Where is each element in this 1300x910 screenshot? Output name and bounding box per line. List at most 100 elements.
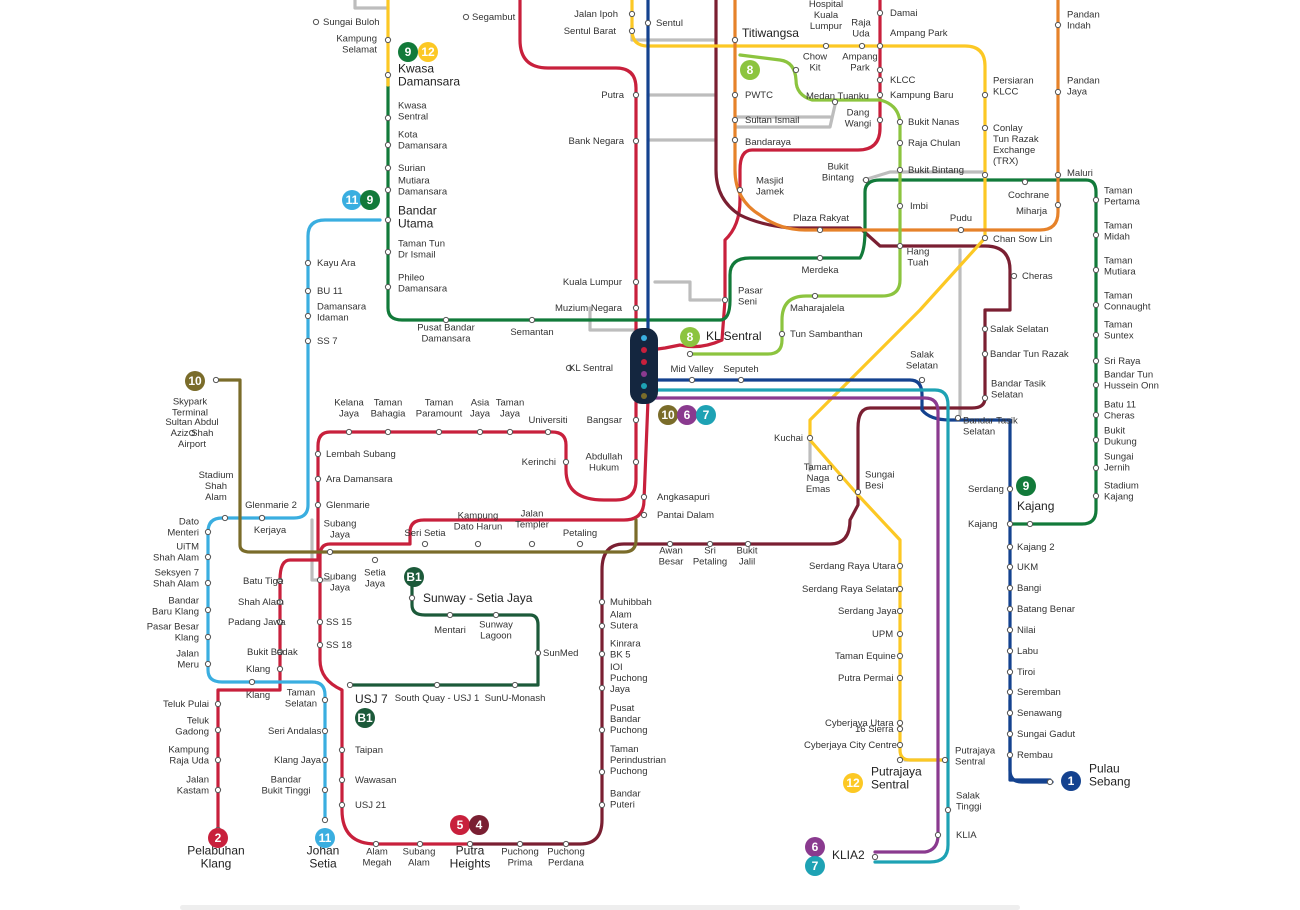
station-label-sixteen_sierra[interactable]: 16 Sierra <box>855 724 894 735</box>
line-badge-b2_pk[interactable]: 2 <box>208 828 228 848</box>
station-label-sunu_monash[interactable]: SunU-Monash <box>485 693 546 704</box>
station-dot-damansara_idaman[interactable] <box>304 312 312 320</box>
station-dot-taman_suntex[interactable] <box>1092 331 1100 339</box>
station-dot-damai[interactable] <box>876 9 884 17</box>
station-dot-taman_midah[interactable] <box>1092 231 1100 239</box>
station-dot-kuala_lumpur[interactable] <box>632 278 640 286</box>
station-dot-ampang_park[interactable] <box>876 42 884 50</box>
line-badge-b8_kls[interactable]: 8 <box>680 327 700 347</box>
station-dot-taman_equine[interactable] <box>896 652 904 660</box>
station-dot-bangi[interactable] <box>1006 584 1014 592</box>
station-dot-cochrane[interactable] <box>1021 178 1029 186</box>
station-label-serdang_raya_utara[interactable]: Serdang Raya Utara <box>809 561 896 572</box>
station-label-maluri[interactable]: Maluri <box>1067 168 1093 179</box>
station-dot-labu[interactable] <box>1006 647 1014 655</box>
station-dot-bandar_baru_klang[interactable] <box>204 606 212 614</box>
station-dot-johan_setia[interactable] <box>321 816 329 824</box>
station-dot-mutiara_damansara[interactable] <box>384 186 392 194</box>
station-dot-sunway_lagoon[interactable] <box>492 611 500 619</box>
station-dot-semantan[interactable] <box>528 316 536 324</box>
station-dot-klia2[interactable] <box>871 853 879 861</box>
line-badge-b7_kls[interactable]: 7 <box>696 405 716 425</box>
station-label-putra[interactable]: Putra <box>601 90 624 101</box>
station-dot-angkasapuri[interactable] <box>640 493 648 501</box>
station-label-kayu_ara[interactable]: Kayu Ara <box>317 258 356 269</box>
line-badge-b1_ps[interactable]: 1 <box>1061 771 1081 791</box>
station-dot-pandan_indah[interactable] <box>1054 21 1062 29</box>
station-dot-south_quay[interactable] <box>433 681 441 689</box>
station-dot-nilai[interactable] <box>1006 626 1014 634</box>
station-dot-kuchai[interactable] <box>806 434 814 442</box>
station-dot-cyberjaya_city_centre[interactable] <box>896 741 904 749</box>
station-label-imbi[interactable]: Imbi <box>910 201 928 212</box>
station-dot-subang_airport[interactable] <box>188 429 196 437</box>
station-dot-putrajaya_sentral_ktm[interactable] <box>941 756 949 764</box>
station-dot-subang_alam[interactable] <box>416 840 424 848</box>
station-dot-asia_jaya[interactable] <box>476 428 484 436</box>
station-dot-mentari[interactable] <box>446 611 454 619</box>
station-dot-trx[interactable] <box>981 171 989 179</box>
station-dot-sixteen_sierra[interactable] <box>896 725 904 733</box>
station-label-rembau[interactable]: Rembau <box>1017 750 1053 761</box>
station-label-south_quay[interactable]: South Quay - USJ 1 <box>395 693 479 704</box>
station-dot-muhibbah[interactable] <box>598 598 606 606</box>
station-label-serdang_raya_selatan[interactable]: Serdang Raya Selatan <box>802 584 898 595</box>
station-dot-jalan_ipoh[interactable] <box>628 10 636 18</box>
station-label-kerinchi[interactable]: Kerinchi <box>522 457 556 468</box>
station-dot-putrajaya_sentral[interactable] <box>896 756 904 764</box>
station-dot-kl_sentral[interactable] <box>565 364 573 372</box>
station-dot-klang_jaya[interactable] <box>321 756 329 764</box>
station-dot-serdang_raya_utara[interactable] <box>896 562 904 570</box>
station-dot-tiroi[interactable] <box>1006 668 1014 676</box>
station-label-klang[interactable]: Klang <box>246 664 270 675</box>
station-dot-taman_mutiara[interactable] <box>1092 266 1100 274</box>
station-dot-sunu_monash[interactable] <box>511 681 519 689</box>
station-dot-pasar_besar_klang[interactable] <box>204 633 212 641</box>
station-label-ara_damansara[interactable]: Ara Damansara <box>326 474 393 485</box>
station-label-miharja[interactable]: Miharja <box>1016 206 1048 217</box>
station-label-bank_negara[interactable]: Bank Negara <box>569 136 625 147</box>
line-badge-b5_ph[interactable]: 5 <box>450 815 470 835</box>
station-dot-kajang_mrt[interactable] <box>1026 520 1034 528</box>
station-label-sungai_gadut[interactable]: Sungai Gadut <box>1017 729 1075 740</box>
station-dot-dang_wangi[interactable] <box>876 116 884 124</box>
station-label-conlay[interactable]: Conlay <box>993 123 1023 134</box>
station-dot-kota_damansara[interactable] <box>384 141 392 149</box>
station-label-nilai[interactable]: Nilai <box>1017 625 1035 636</box>
station-label-taman_equine[interactable]: Taman Equine <box>835 651 896 662</box>
bottom-scrollbar[interactable] <box>180 905 1020 910</box>
station-dot-senawang[interactable] <box>1006 709 1014 717</box>
station-dot-kinrara[interactable] <box>598 650 606 658</box>
station-dot-kampung_dato_harun[interactable] <box>474 540 482 548</box>
station-dot-taman_tun[interactable] <box>384 248 392 256</box>
station-label-mentari[interactable]: Mentari <box>434 625 466 636</box>
station-label-shah_alam[interactable]: Shah Alam <box>238 597 284 608</box>
station-label-bandar_tun_razak[interactable]: Bandar Tun Razak <box>990 349 1069 360</box>
station-dot-kwasa_damansara[interactable] <box>384 71 392 79</box>
station-dot-putra[interactable] <box>632 91 640 99</box>
station-label-putra_permai[interactable]: Putra Permai <box>838 673 893 684</box>
station-dot-bandar_utama[interactable] <box>384 216 392 224</box>
station-dot-taman_perindustrian_puchong[interactable] <box>598 768 606 776</box>
station-dot-stadium_kajang[interactable] <box>1092 492 1100 500</box>
station-dot-titiwangsa[interactable] <box>731 36 739 44</box>
